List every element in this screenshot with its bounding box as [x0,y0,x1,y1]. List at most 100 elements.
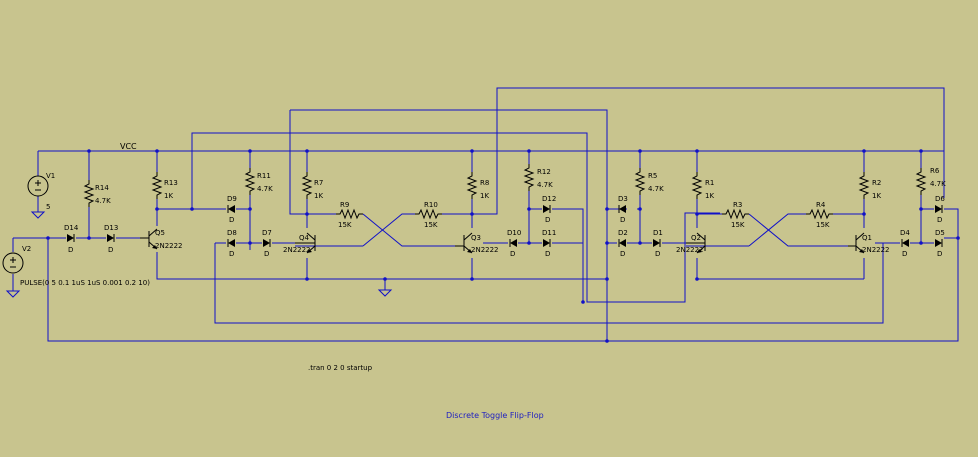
d13-value: D [108,246,113,254]
wires [12,87,959,342]
r5-value: 4.7K [648,185,664,193]
q3-label: Q3 [471,234,481,242]
d4-value: D [902,250,907,258]
resistor-r14 [84,179,94,208]
r7-label: R7 [314,179,323,187]
diode-d3 [618,204,627,214]
d10-value: D [510,250,515,258]
q5-value: 2N2222 [155,242,183,250]
tran-directive: .tran 0 2 0 startup [308,364,373,372]
q2-value: 2N2222 [676,246,704,254]
voltage-source-v2 [2,252,24,298]
d1-value: D [655,250,660,258]
r14-value: 4.7K [95,197,111,205]
labels: VCC V1 5 V2 PULSE(0 5 0.1 1uS 1uS 0.001 … [20,142,946,420]
r3-value: 15K [731,221,745,229]
v2-value: PULSE(0 5 0.1 1uS 1uS 0.001 0.2 10) [20,279,150,287]
junctions [46,149,960,343]
diode-d5 [934,238,943,248]
r2-value: 1K [872,192,881,200]
v1-value: 5 [46,203,50,211]
r7-value: 1K [314,192,323,200]
r10-value: 15K [424,221,438,229]
transistor-q4 [295,232,316,254]
diode-d12 [542,204,551,214]
r2-label: R2 [872,179,881,187]
ground-symbol [378,289,392,297]
r10-label: R10 [424,201,438,209]
r4-value: 15K [816,221,830,229]
resistor-r9 [335,209,364,219]
resistor-r7 [302,171,312,200]
d8-label: D8 [227,229,237,237]
resistor-r6 [916,167,926,196]
r9-value: 15K [338,221,352,229]
r1-label: R1 [705,179,714,187]
d7-label: D7 [262,229,272,237]
diode-d11 [542,238,551,248]
d6-value: D [937,216,942,224]
resistor-r1 [692,171,702,200]
d14-value: D [68,246,73,254]
r11-label: R11 [257,172,271,180]
d1-label: D1 [653,229,663,237]
r6-value: 4.7K [930,180,946,188]
d11-value: D [545,250,550,258]
d3-label: D3 [618,195,628,203]
diode-d7 [262,238,271,248]
r8-value: 1K [480,192,489,200]
r6-label: R6 [930,167,940,175]
diode-d13 [106,233,115,243]
q1-value: 2N2222 [862,246,890,254]
d2-value: D [620,250,625,258]
resistor-r11 [245,167,255,196]
d12-label: D12 [542,195,556,203]
q2-label: Q2 [691,234,701,242]
resistor-r12 [524,163,534,192]
diode-d6 [934,204,943,214]
resistor-r8 [467,171,477,200]
resistor-r2 [859,171,869,200]
diode-d14 [66,233,75,243]
resistor-r13 [152,171,162,200]
schematic-title: Discrete Toggle Flip-Flop [446,411,544,420]
r1-value: 1K [705,192,714,200]
r5-label: R5 [648,172,657,180]
q1-label: Q1 [862,234,872,242]
d6-label: D6 [935,195,945,203]
d3-value: D [620,216,625,224]
transistor-q1 [848,232,865,254]
d10-label: D10 [507,229,521,237]
q3-value: 2N2222 [471,246,499,254]
resistor-r5 [635,167,645,196]
r4-label: R4 [816,201,826,209]
r14-label: R14 [95,184,109,192]
resistor-r4 [805,209,834,219]
resistor-r3 [721,209,750,219]
transistor-q2 [686,232,706,254]
diode-d4 [901,238,910,248]
d8-value: D [229,250,234,258]
diode-d10 [509,238,518,248]
d5-value: D [937,250,942,258]
r8-label: R8 [480,179,489,187]
resistor-r10 [414,209,443,219]
diode-d1 [652,238,661,248]
voltage-source-v1 [27,175,49,219]
q4-label: Q4 [299,234,310,242]
d5-label: D5 [935,229,945,237]
d9-value: D [229,216,234,224]
transistor-q3 [455,232,473,254]
vcc-label: VCC [120,142,137,151]
q5-label: Q5 [155,229,165,237]
diode-d8 [227,238,236,248]
r3-label: R3 [733,201,742,209]
d7-value: D [264,250,269,258]
diode-d2 [618,238,627,248]
d12-value: D [545,216,550,224]
r11-value: 4.7K [257,185,273,193]
transistor-q5 [140,228,158,250]
d13-label: D13 [104,224,118,232]
